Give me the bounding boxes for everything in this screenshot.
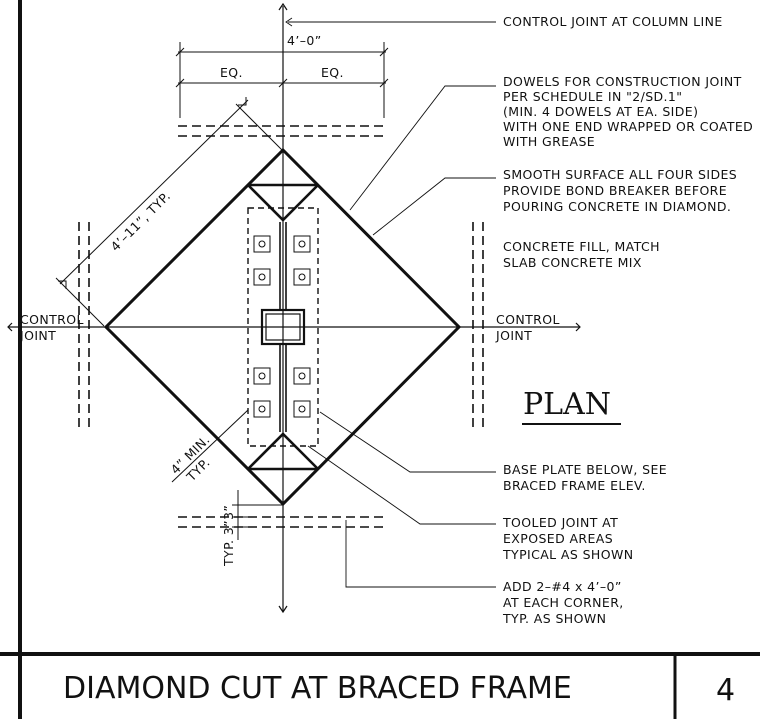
corner-fills — [247, 183, 319, 471]
dashed-joint-edges — [78, 125, 484, 528]
anchor-bolts — [253, 235, 311, 418]
anchor-bolt — [253, 367, 271, 385]
control-joint-label-right-1: CONTROL — [496, 312, 560, 327]
leader-lines — [285, 17, 496, 588]
note-smooth-surface: SMOOTH SURFACE ALL FOUR SIDES PROVIDE BO… — [503, 167, 742, 214]
dim-eq-left: EQ. — [220, 65, 243, 80]
plan-label: PLAN — [523, 387, 611, 422]
note-tooled-joint: TOOLED JOINT AT EXPOSED AREAS TYPICAL AS… — [502, 515, 633, 562]
control-joint-label-left-1: CONTROL — [20, 312, 84, 327]
anchor-bolt — [253, 268, 271, 286]
braced-frame-column — [260, 222, 306, 432]
anchor-bolt — [253, 400, 271, 418]
detail-title: DIAMOND CUT AT BRACED FRAME — [63, 671, 572, 706]
min-dimension — [171, 409, 249, 483]
base-plate — [247, 207, 319, 447]
anchor-bolt — [293, 235, 311, 253]
note-concrete-fill: CONCRETE FILL, MATCH SLAB CONCRETE MIX — [503, 239, 664, 270]
anchor-bolt — [293, 367, 311, 385]
control-joint-line — [7, 322, 581, 332]
control-joint-label-right-2: JOINT — [495, 328, 532, 343]
dim-overall-width: 4’–0” — [287, 33, 322, 48]
notes: CONTROL JOINT AT COLUMN LINE DOWELS FOR … — [502, 14, 758, 626]
detail-number: 4 — [716, 673, 735, 708]
control-joint-label-left-2: JOINT — [19, 328, 56, 343]
note-base-plate: BASE PLATE BELOW, SEE BRACED FRAME ELEV. — [503, 462, 671, 493]
dim-small: TYP. 3”3” — [221, 505, 236, 567]
note-add-bars: ADD 2–#4 x 4’–0” AT EACH CORNER, TYP. AS… — [502, 579, 628, 626]
dim-eq-right: EQ. — [321, 65, 344, 80]
anchor-bolt — [253, 235, 271, 253]
diagonal-dimension — [55, 97, 283, 327]
note-dowels: DOWELS FOR CONSTRUCTION JOINT PER SCHEDU… — [503, 74, 758, 149]
top-dimension-lines — [175, 42, 389, 118]
note-control-joint-column: CONTROL JOINT AT COLUMN LINE — [503, 14, 723, 29]
small-dimension — [232, 490, 283, 540]
dim-diagonal: 4’–11”, TYP. — [108, 188, 174, 254]
anchor-bolt — [293, 268, 311, 286]
anchor-bolt — [293, 400, 311, 418]
diamond-cut — [103, 147, 462, 507]
